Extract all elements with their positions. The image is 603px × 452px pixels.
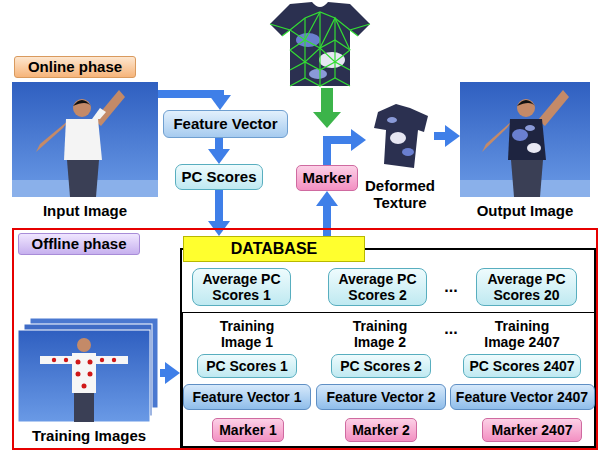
training-photos <box>18 318 158 422</box>
arrow-head <box>208 149 230 164</box>
average-score-box: Average PC Scores 1 <box>192 268 291 306</box>
input-photo-box: Input Image <box>12 82 158 197</box>
texture-image <box>270 2 370 86</box>
box-text: Average PC Scores 1 <box>198 271 285 303</box>
process-box: Feature Vector <box>163 110 288 138</box>
box-text: PC Scores 1 <box>206 358 288 374</box>
box-text: Online phase <box>28 58 122 75</box>
image-caption: Input Image <box>12 202 158 219</box>
image-caption: Training Images <box>18 427 160 444</box>
box-text: Feature Vector 2 <box>327 389 436 405</box>
box-text: Feature Vector 1 <box>193 389 302 405</box>
green-arrow <box>313 88 341 128</box>
box-text: Marker <box>302 169 351 186</box>
flow-arrow <box>434 125 460 147</box>
phase-label: Online phase <box>14 56 136 78</box>
flow-arrow <box>327 129 366 165</box>
flow-arrow <box>160 362 180 384</box>
image-caption: Deformed Texture <box>357 177 443 212</box>
arrow-head <box>351 129 366 151</box>
arrow-head <box>209 95 231 110</box>
arrow-shaft <box>323 204 331 236</box>
flow-arrow <box>158 94 231 110</box>
arrow-shaft <box>327 140 353 165</box>
flow-arrow <box>208 138 230 164</box>
box-text: Average PC Scores 2 <box>334 271 421 303</box>
marker-box: Marker 1 <box>212 418 284 442</box>
marker-box: Marker 2407 <box>482 418 582 442</box>
record-title: Training Image 2407 <box>476 318 568 350</box>
score-box: PC Scores 1 <box>197 354 297 378</box>
score-box: PC Scores 2 <box>331 354 431 378</box>
box-text: Marker 2 <box>352 422 410 438</box>
output-photo-box: Output Image <box>460 82 590 197</box>
box-text: Feature Vector <box>173 115 277 132</box>
marker-box: Marker <box>296 165 358 191</box>
phase-label: Offline phase <box>18 233 140 255</box>
ellipsis: ... <box>436 278 466 296</box>
box-text: PC Scores 2 <box>340 358 422 374</box>
feature-box: Feature Vector 1 <box>183 384 311 410</box>
ellipsis: ... <box>436 320 466 338</box>
arrow-head <box>445 125 460 147</box>
arrow-head <box>165 362 180 384</box>
marker-box: Marker 2 <box>345 418 417 442</box>
box-text: Average PC Scores 20 <box>482 271 571 303</box>
input-photo <box>12 82 158 197</box>
image-caption: Output Image <box>460 202 590 219</box>
box-text: Feature Vector 2407 <box>456 389 588 405</box>
box-text: Marker 2407 <box>492 422 573 438</box>
average-score-box: Average PC Scores 20 <box>476 268 577 306</box>
deformed-texture-image <box>374 104 428 168</box>
texture-box: Deformed Texture <box>366 100 434 172</box>
feature-box: Feature Vector 2407 <box>450 384 595 410</box>
arrow-head <box>316 191 338 206</box>
feature-box: Feature Vector 2 <box>316 384 446 410</box>
box-text: Marker 1 <box>219 422 277 438</box>
training-photo-box: Training Images <box>18 318 160 422</box>
box-text: PC Scores <box>181 168 256 185</box>
score-box: PC Scores <box>175 164 263 190</box>
average-score-box: Average PC Scores 2 <box>328 268 427 306</box>
score-box: PC Scores 2407 <box>463 354 581 378</box>
database-label: DATABASE <box>183 236 365 262</box>
box-text: PC Scores 2407 <box>469 358 574 374</box>
record-title: Training Image 1 <box>201 318 293 350</box>
record-title: Training Image 2 <box>334 318 426 350</box>
arrow-shaft <box>215 190 223 223</box>
output-photo <box>460 82 590 197</box>
